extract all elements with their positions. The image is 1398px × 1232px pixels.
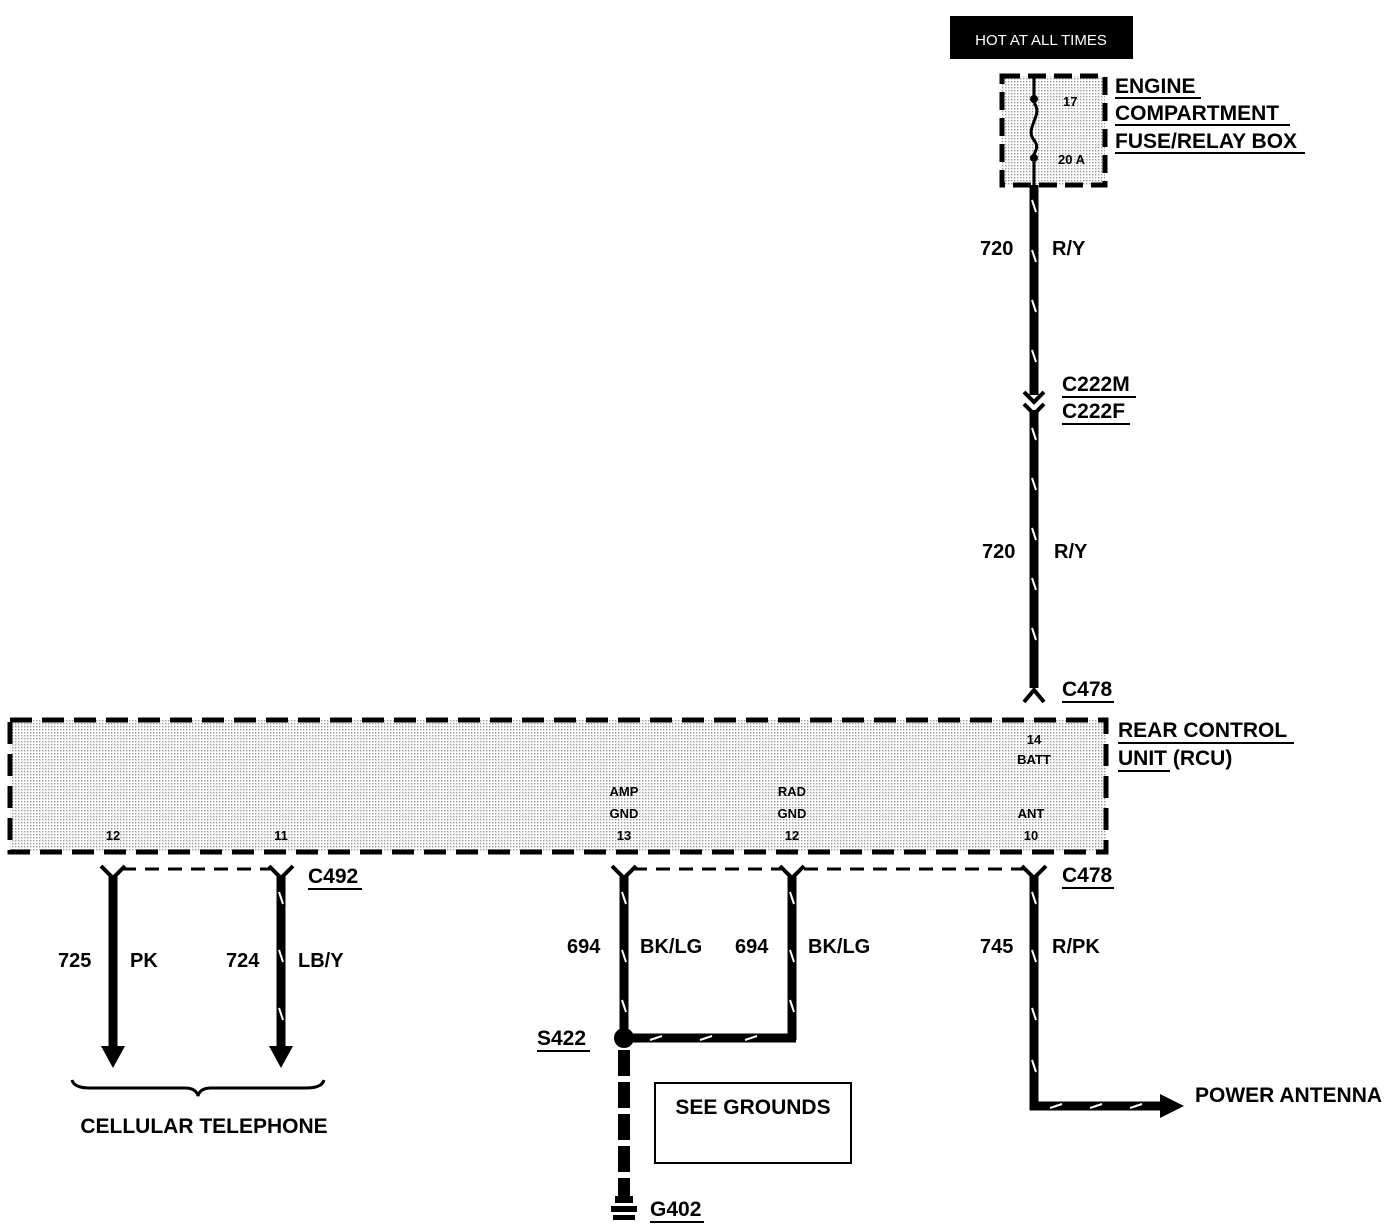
fuse-relay-box: 17 20 A (999, 73, 1108, 188)
power-antenna-arrow-icon (1160, 1094, 1184, 1118)
fuse-box-name-line2: COMPARTMENT (1115, 102, 1279, 125)
rcu-pin-cellular-2-number: 11 (274, 828, 288, 843)
rcu-pin-ant-number: 10 (1024, 828, 1038, 843)
fuse-number: 17 (1063, 94, 1077, 109)
rcu-name-line2: UNIT (RCU) (1118, 747, 1232, 770)
fuse-rating: 20 A (1058, 152, 1086, 167)
wire-724-color: LB/Y (298, 950, 344, 972)
ground-g402-icon (611, 1196, 637, 1220)
rcu-pin-amp-number: 13 (617, 828, 631, 843)
wire-720-upper-circuit: 720 (980, 238, 1013, 260)
wire-694-left-circuit: 694 (567, 936, 601, 958)
splice-s422-label: S422 (537, 1027, 586, 1050)
connector-c222f-label: C222F (1062, 400, 1125, 423)
fuse-symbol-icon (1029, 102, 1039, 156)
rcu-pin-batt-name: BATT (1017, 752, 1051, 767)
see-grounds-label: SEE GROUNDS (675, 1096, 830, 1119)
rcu-pin-rad-line1: RAD (778, 784, 806, 799)
rcu-pin-rad-number: 12 (785, 828, 799, 843)
see-grounds-box (654, 1082, 852, 1164)
cellular-telephone-label: CELLULAR TELEPHONE (80, 1115, 327, 1138)
power-antenna-label: POWER ANTENNA (1195, 1084, 1382, 1107)
rcu-name-line1: REAR CONTROL (1118, 719, 1287, 742)
connector-c478-top (1022, 686, 1046, 704)
rcu-pin-amp-line1: AMP (610, 784, 639, 799)
ground-g402-label: G402 (650, 1198, 701, 1221)
rcu-pin-batt-number: 14 (1027, 732, 1042, 747)
hot-at-all-times-header: HOT AT ALL TIMES (950, 16, 1133, 59)
connector-c478-bottom-label: C478 (1062, 864, 1113, 887)
rcu-pin-rad-line2: GND (778, 806, 807, 821)
rcu-pin-ant-name: ANT (1018, 806, 1045, 821)
wire-725-circuit: 725 (58, 950, 91, 972)
wire-725-color: PK (130, 950, 158, 972)
power-source-label: HOT AT ALL TIMES (975, 32, 1107, 49)
connector-c478-top-label: C478 (1062, 678, 1113, 701)
wire-720-lower-circuit: 720 (982, 541, 1015, 563)
wire-720-upper-color: R/Y (1052, 238, 1086, 260)
rcu-pin-cellular-1-number: 12 (106, 828, 120, 843)
fuse-box-name-line3: FUSE/RELAY BOX (1115, 130, 1297, 153)
wire-724-arrow-icon (269, 1046, 293, 1068)
rcu-pin-amp-line2: GND (610, 806, 639, 821)
fuse-box-name-line1: ENGINE (1115, 75, 1196, 98)
connector-c492-label: C492 (308, 865, 358, 888)
wire-694-left-color: BK/LG (640, 936, 702, 958)
wire-694-right-color: BK/LG (808, 936, 870, 958)
cellular-brace (70, 1079, 326, 1097)
connector-c222m-label: C222M (1062, 373, 1130, 396)
wire-745-circuit: 745 (980, 936, 1013, 958)
wire-720-lower-color: R/Y (1054, 541, 1088, 563)
wire-725-arrow-icon (101, 1046, 125, 1068)
wire-745-color: R/PK (1052, 936, 1100, 958)
wire-694-right-circuit: 694 (735, 936, 769, 958)
wire-724-circuit: 724 (226, 950, 260, 972)
splice-s422-dot (614, 1028, 634, 1048)
rear-control-unit-box (7, 717, 1109, 855)
